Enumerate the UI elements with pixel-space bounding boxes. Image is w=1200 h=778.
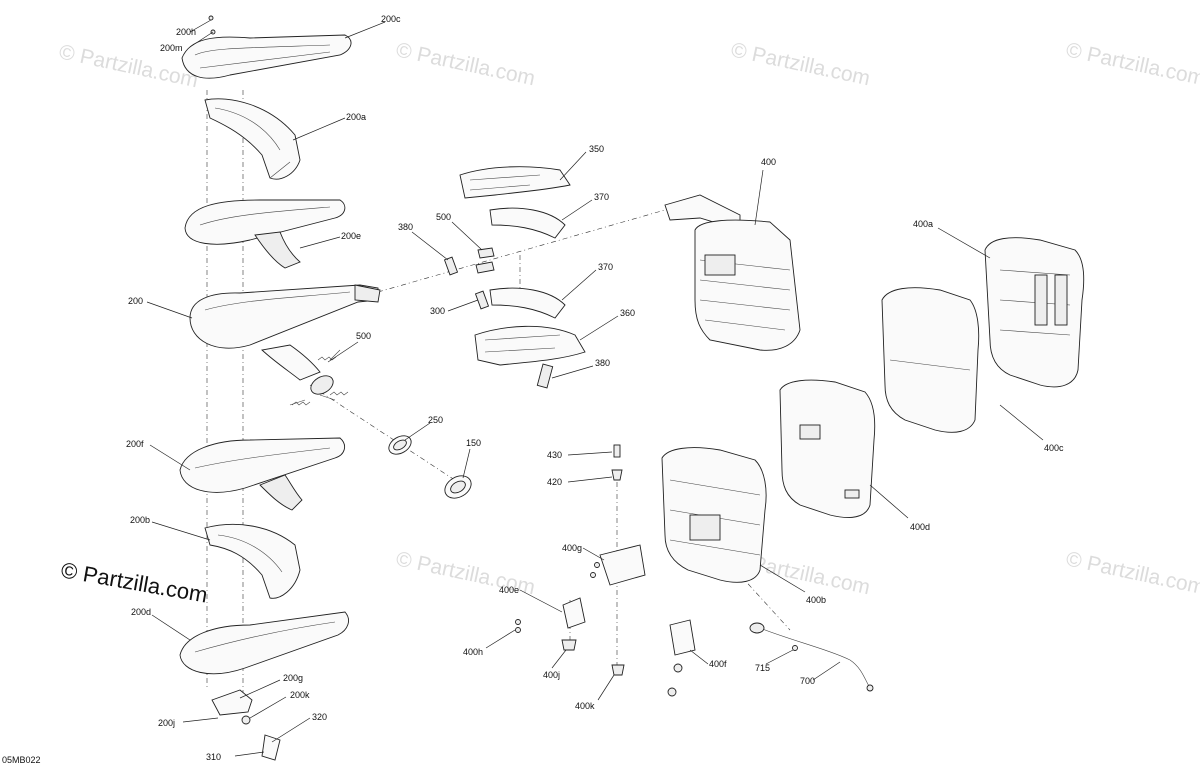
callout-400h: 400h [463, 647, 483, 657]
drawing-code: 05MB022 [2, 755, 41, 765]
callout-250: 250 [428, 415, 443, 425]
callout-380: 380 [398, 222, 413, 232]
cover-400a [984, 237, 1085, 388]
callout-715: 715 [755, 663, 770, 673]
heat-shield-200c [181, 15, 352, 79]
callout-200b: 200b [130, 515, 150, 525]
callout-370: 370 [594, 192, 609, 202]
springs-500-lower [291, 356, 349, 406]
callout-320: 320 [312, 712, 327, 722]
heat-shield-200d [179, 611, 349, 675]
callout-500: 500 [436, 212, 451, 222]
callout-400c: 400c [1044, 443, 1064, 453]
cover-400d [779, 379, 876, 518]
callout-400e: 400e [499, 585, 519, 595]
watermark: © Partzilla.com [394, 38, 537, 90]
callout-200d: 200d [131, 607, 151, 617]
callout-200a: 200a [346, 112, 366, 122]
cover-400b [661, 447, 767, 583]
heat-shield-200e [184, 199, 346, 269]
watermark: © Partzilla.com [1064, 547, 1200, 599]
pipe-370-upper [489, 207, 566, 239]
callout-300: 300 [430, 306, 445, 316]
callout-400k: 400k [575, 701, 595, 711]
callout-400j: 400j [543, 670, 560, 680]
hardware-400k [611, 664, 625, 676]
callout-500: 500 [356, 331, 371, 341]
brand-watermark: © Partzilla.com [59, 557, 209, 607]
callout-200c: 200c [381, 14, 401, 24]
watermark: © Partzilla.com [729, 38, 872, 90]
callout-400f: 400f [709, 659, 727, 669]
callout-200e: 200e [341, 231, 361, 241]
callout-150: 150 [466, 438, 481, 448]
hardware-400f [667, 619, 696, 697]
hardware-400e [515, 597, 586, 633]
callout-360: 360 [620, 308, 635, 318]
callout-200g: 200g [283, 673, 303, 683]
callout-370: 370 [598, 262, 613, 272]
callout-350: 350 [589, 144, 604, 154]
callout-310: 310 [206, 752, 221, 762]
hardware-400j [561, 639, 577, 651]
callout-200m: 200m [160, 43, 183, 53]
cover-400c [881, 287, 980, 433]
hardware-420-430 [611, 444, 623, 481]
callout-400d: 400d [910, 522, 930, 532]
callout-420: 420 [547, 477, 562, 487]
callout-430: 430 [547, 450, 562, 460]
watermark: © Partzilla.com [1064, 38, 1200, 90]
gasket-250 [388, 435, 412, 455]
callout-200: 200 [128, 296, 143, 306]
callout-200j: 200j [158, 718, 175, 728]
clamp-380 [536, 363, 554, 389]
callout-400: 400 [761, 157, 776, 167]
callout-200k: 200k [290, 690, 310, 700]
callout-380: 380 [595, 358, 610, 368]
callout-700: 700 [800, 676, 815, 686]
heat-shield-200b [204, 523, 301, 599]
exhaust-pipe-200 [189, 284, 381, 406]
callout-400a: 400a [913, 219, 933, 229]
callout-200f: 200f [126, 439, 144, 449]
heat-shield-200f [179, 437, 346, 511]
heat-shield-200a [204, 98, 301, 180]
callout-400b: 400b [806, 595, 826, 605]
gasket-150 [444, 475, 472, 499]
callout-400g: 400g [562, 543, 582, 553]
bracket-200g [211, 689, 281, 761]
pipe-360 [474, 325, 586, 366]
sensor-700 [749, 622, 874, 692]
hardware-400g [590, 544, 646, 586]
springs-500-upper [443, 247, 495, 276]
callout-labels: 200h 200m 200c 200a 200e 200 200f 200b 2… [126, 14, 1064, 762]
leader-lines [146, 19, 1044, 757]
pipe-370-lower [474, 287, 566, 319]
callout-200h: 200h [176, 27, 196, 37]
pipe-350 [459, 166, 571, 199]
muffler-400 [664, 194, 801, 351]
